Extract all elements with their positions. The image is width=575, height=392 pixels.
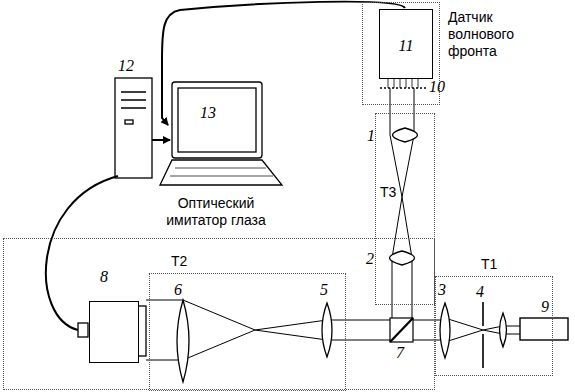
callout-number: 5 — [320, 281, 328, 298]
lens — [177, 300, 189, 382]
lens — [322, 303, 332, 357]
part-number: 11 — [380, 37, 432, 54]
part-number: T1 — [480, 256, 498, 272]
aperture — [482, 302, 484, 368]
callout-number: 9 — [541, 298, 549, 315]
callout-number: 6 — [174, 281, 182, 298]
callout-number: 12 — [118, 57, 134, 74]
lens — [390, 251, 415, 265]
camera-box: 11 — [379, 9, 433, 79]
part-number: T3 — [379, 184, 397, 200]
beam-splitter — [390, 318, 413, 342]
lenslet-array — [380, 79, 426, 88]
callout-number: 13 — [200, 104, 216, 121]
cable — [152, 139, 170, 141]
lens — [500, 313, 507, 347]
lens — [440, 303, 450, 358]
monitor — [160, 82, 282, 185]
beam — [390, 88, 414, 318]
part-number: 8 — [100, 268, 108, 285]
device-flange — [138, 306, 146, 356]
modulator-box: 8 — [89, 301, 139, 363]
callout-number: 1 — [367, 127, 375, 144]
laser — [520, 318, 568, 340]
callout-number: 2 — [366, 250, 374, 267]
callout-number: 4 — [476, 283, 484, 300]
cable — [162, 2, 405, 125]
callout-number: 10 — [429, 78, 445, 95]
callout-number: 3 — [438, 281, 446, 298]
connector — [78, 323, 88, 337]
telescope-group: T3 — [375, 113, 435, 305]
telescope-group: T1 — [435, 276, 553, 376]
computer — [115, 78, 152, 178]
group-caption: Датчик волнового фронта — [448, 9, 530, 60]
part-number: T2 — [170, 253, 188, 269]
callout-number: 7 — [396, 344, 404, 361]
sensor-group: Датчик волнового фронта11 — [362, 2, 440, 105]
lens — [393, 128, 418, 142]
group-caption: Оптический имитатор глаза — [146, 195, 286, 229]
